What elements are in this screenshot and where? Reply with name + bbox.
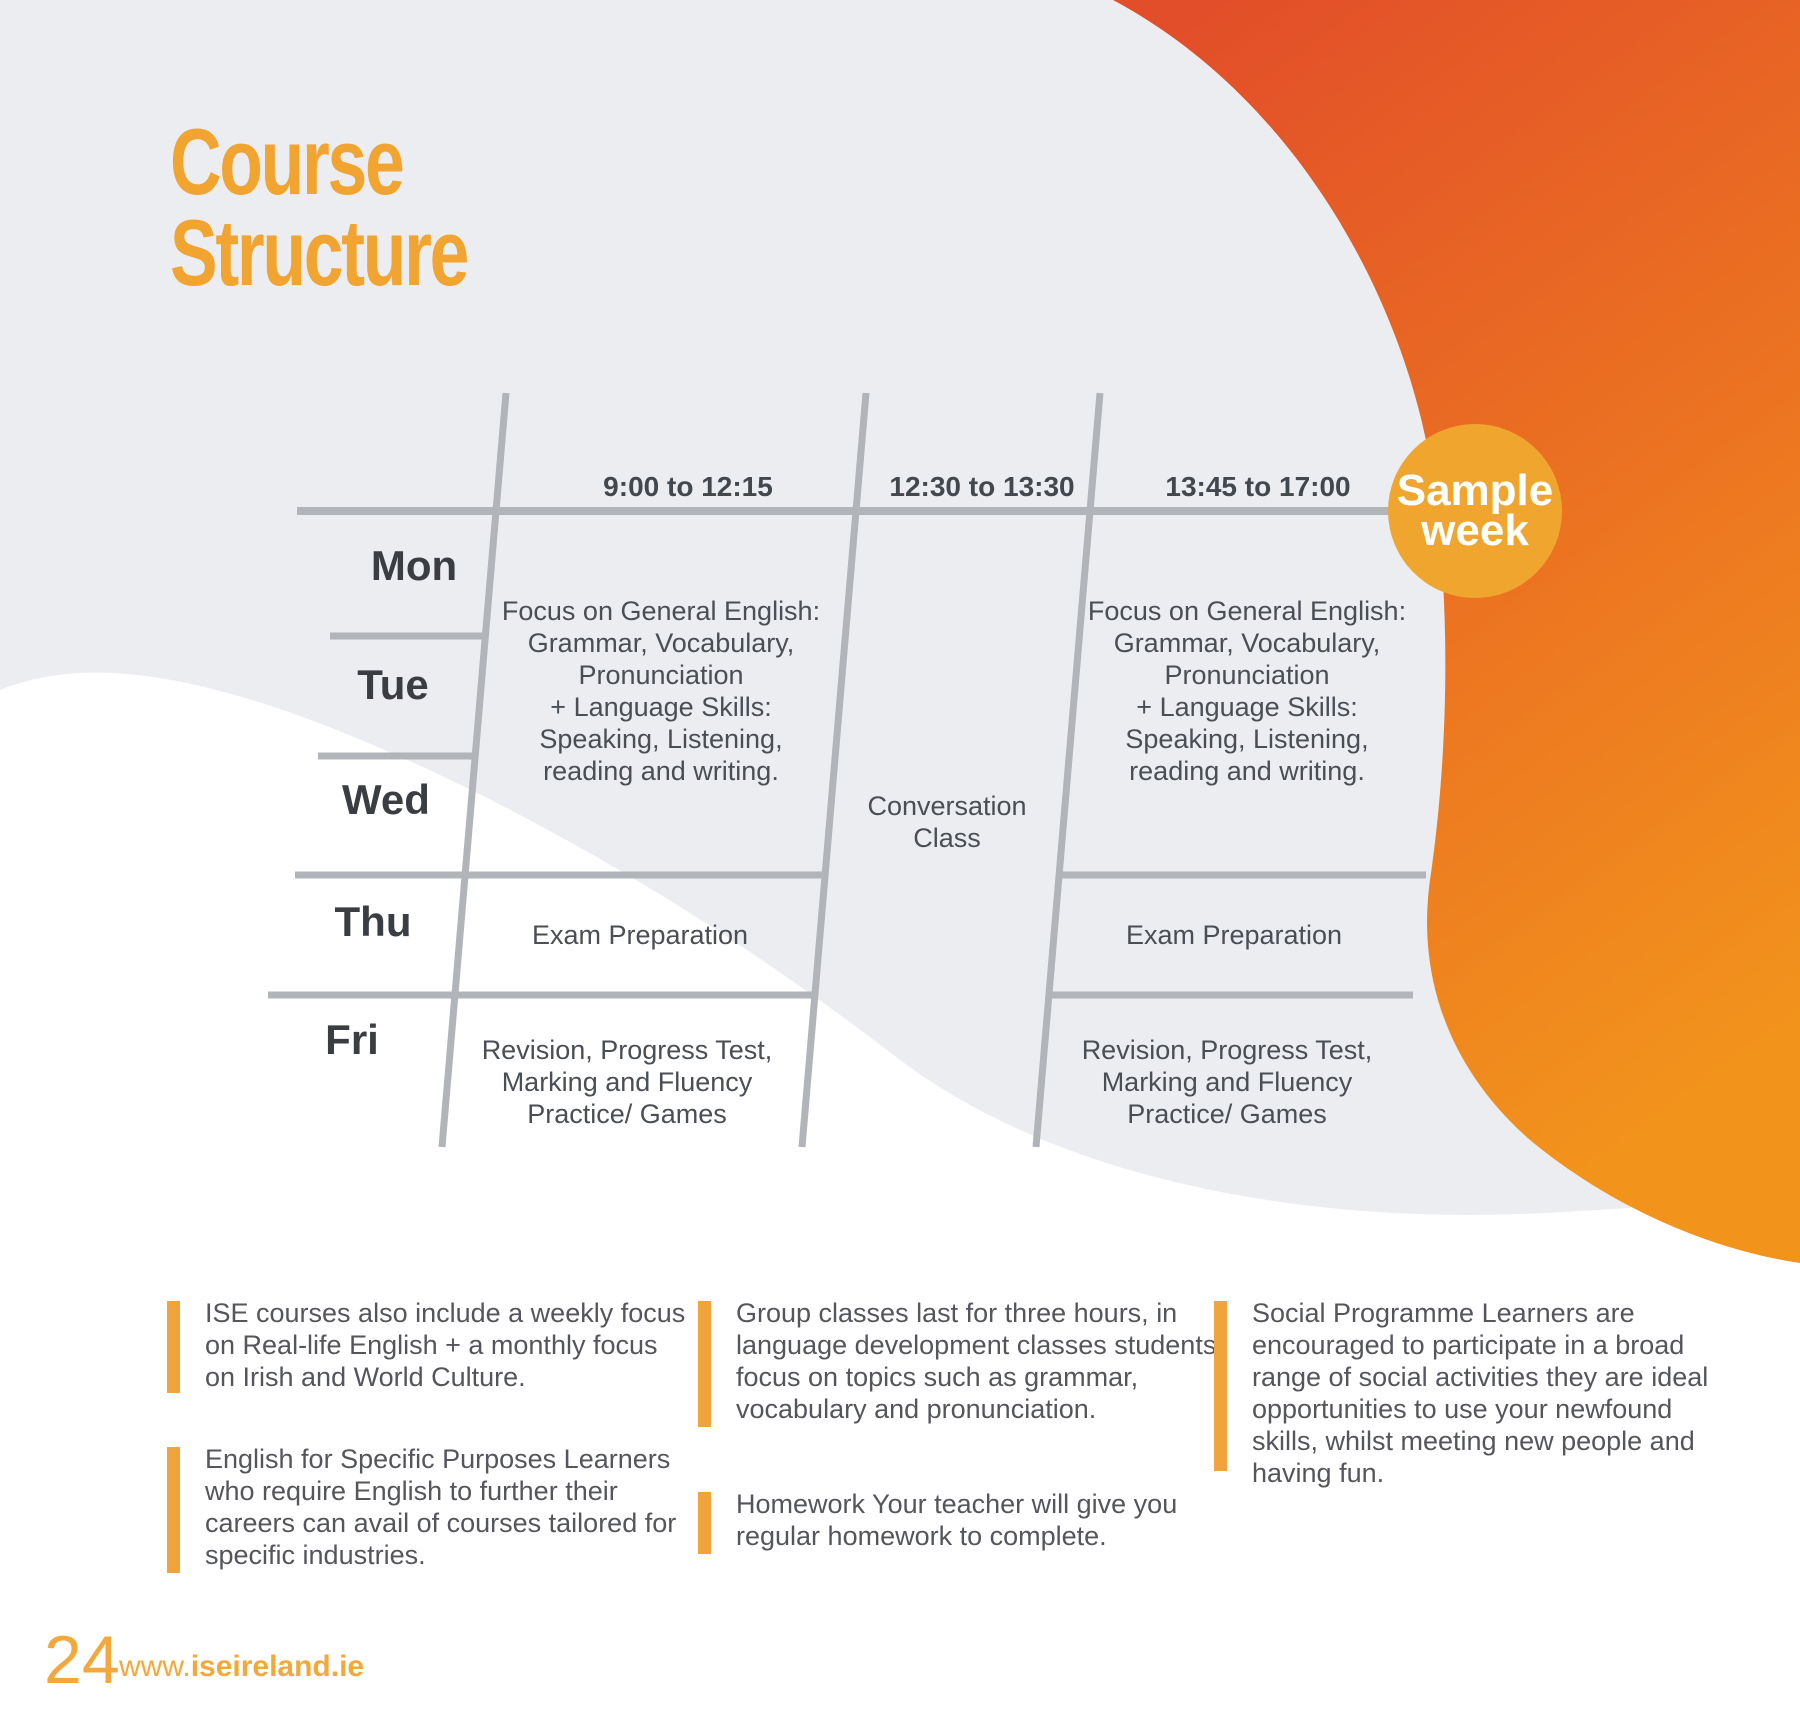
day-label-mon: Mon — [370, 542, 458, 589]
sample-week-badge: Sample week — [1388, 424, 1562, 598]
note-social-programme: Social Programme Learners are encouraged… — [1252, 1298, 1709, 1488]
note-accent-bar — [698, 1301, 711, 1427]
page-title-line1: Course — [170, 109, 405, 214]
note-accent-bar — [1214, 1301, 1227, 1471]
note-accent-bar — [167, 1301, 180, 1393]
grid-vline-1 — [438, 392, 510, 1148]
time-slot-afternoon: 13:45 to 17:00 — [1165, 471, 1351, 502]
orange-blob-shape — [1113, 0, 1800, 1263]
day-label-tue: Tue — [357, 661, 429, 708]
grid-vline-3 — [1032, 392, 1104, 1148]
white-swoosh-shape — [0, 672, 1800, 1714]
cell-conversation-class: Conversation Class — [867, 791, 1027, 853]
note-specific-purposes: English for Specific Purposes Learners w… — [205, 1444, 677, 1570]
cell-general-english-morning: Focus on General English: Grammar, Vocab… — [501, 596, 821, 786]
day-label-wed: Wed — [342, 776, 430, 823]
sample-week-badge-line1: Sample — [1396, 466, 1554, 515]
grid-vline-2 — [798, 392, 870, 1148]
note-weekly-focus: ISE courses also include a weekly focus … — [205, 1298, 686, 1392]
cell-exam-prep-morning: Exam Preparation — [531, 920, 749, 950]
day-label-thu: Thu — [334, 898, 412, 945]
page-title: Course Structure — [170, 115, 469, 300]
cell-general-english-afternoon: Focus on General English: Grammar, Vocab… — [1087, 596, 1407, 786]
day-label-fri: Fri — [325, 1016, 379, 1063]
note-group-classes: Group classes last for three hours, in l… — [736, 1298, 1217, 1424]
page-number: 24 — [44, 1622, 120, 1698]
website-domain: iseireland.ie — [190, 1650, 365, 1683]
cell-exam-prep-afternoon: Exam Preparation — [1125, 920, 1343, 950]
page-title-line2: Structure — [170, 200, 469, 305]
cell-friday-morning: Revision, Progress Test, Marking and Flu… — [481, 1035, 773, 1129]
website-www: www. — [119, 1650, 191, 1683]
time-slot-midday: 12:30 to 13:30 — [889, 471, 1075, 502]
note-accent-bar — [698, 1492, 711, 1554]
sample-week-badge-line2: week — [1421, 506, 1529, 555]
cell-friday-afternoon: Revision, Progress Test, Marking and Flu… — [1081, 1035, 1373, 1129]
time-slot-morning: 9:00 to 12:15 — [603, 471, 773, 502]
website-url: www.iseireland.ie — [119, 1652, 364, 1682]
note-homework: Homework Your teacher will give you regu… — [736, 1489, 1178, 1551]
note-accent-bar — [167, 1447, 180, 1573]
